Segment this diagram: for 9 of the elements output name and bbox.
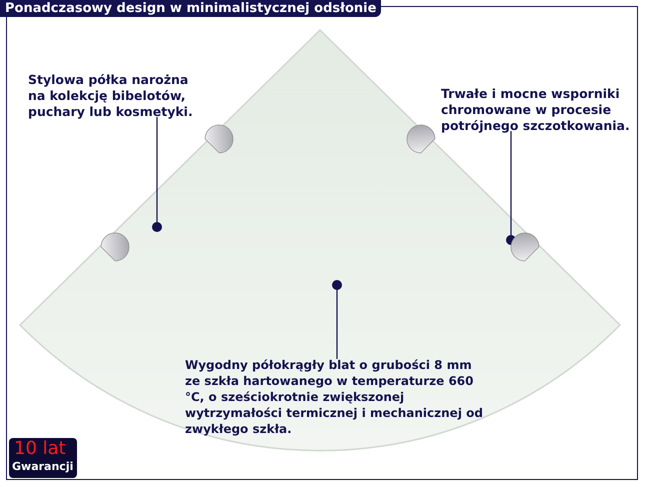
callout-text: Trwałe i mocne wsporniki chromowane w procesie potrójnego szczotkowania. bbox=[441, 86, 641, 134]
badge-text: Gwarancji bbox=[12, 460, 74, 474]
callout-text: Wygodny półokrągły blat o grubości 8 mm ze szkła hartowanego w temperaturze 660 °C, o sześciokrotnie zwiększonej wytrzymałości termicznej i mechanicznej od zwykłego szkła. bbox=[185, 357, 483, 437]
callout-text: Stylowa półka narożna na kolekcję bibelotów, puchary lub kosmetyki. bbox=[28, 72, 208, 120]
title-banner: Ponadczasowy design w minimalistycznej odsłonie bbox=[0, 0, 382, 17]
leader-line bbox=[152, 117, 162, 232]
leader-line bbox=[332, 280, 342, 359]
badge-text: 10 lat bbox=[14, 438, 66, 460]
leader-line bbox=[506, 131, 516, 245]
